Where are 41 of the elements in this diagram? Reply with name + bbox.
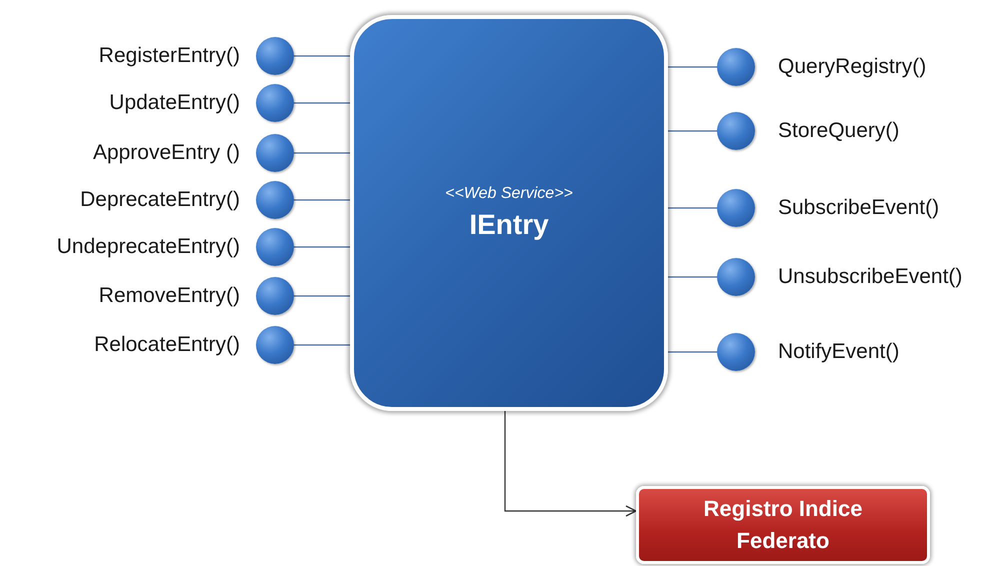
interface-circle <box>256 326 294 364</box>
interface-circle <box>717 112 755 150</box>
method-label: RelocateEntry() <box>94 332 240 358</box>
interface-circle <box>717 333 755 371</box>
connector-line <box>294 55 350 57</box>
interface-circle <box>256 181 294 219</box>
connector-line <box>668 66 717 68</box>
box-label: Registro Indice Federato <box>702 495 864 555</box>
connector-line <box>294 246 350 248</box>
interface-circle <box>256 277 294 315</box>
connector-line <box>294 152 350 154</box>
connector-line <box>668 276 717 278</box>
interface-circle <box>717 48 755 86</box>
connector-line <box>294 199 350 201</box>
method-label: DeprecateEntry() <box>80 187 240 213</box>
interface-circle <box>717 189 755 227</box>
method-label: UnsubscribeEvent() <box>778 264 962 290</box>
method-label: RemoveEntry() <box>98 283 240 309</box>
method-label: StoreQuery() <box>778 118 900 144</box>
interface-circle <box>256 84 294 122</box>
connector-line <box>668 351 717 353</box>
interface-circle <box>256 228 294 266</box>
method-label: ApproveEntry () <box>92 140 240 166</box>
stereotype-label: <<Web Service>> <box>445 185 573 203</box>
method-label: UpdateEntry() <box>109 90 240 116</box>
method-label: SubscribeEvent() <box>778 195 940 221</box>
method-label: QueryRegistry() <box>778 54 926 80</box>
method-label: UndeprecateEntry() <box>56 234 240 260</box>
connector-line <box>668 130 717 132</box>
interface-circle <box>256 37 294 75</box>
connector-line <box>294 102 350 104</box>
interface-circle <box>256 134 294 172</box>
connector-line <box>668 207 717 209</box>
service-name: IEntry <box>469 209 549 241</box>
arrow <box>504 411 637 517</box>
method-label: NotifyEvent() <box>778 339 900 365</box>
connector-line <box>294 295 350 297</box>
connector-line <box>294 344 350 346</box>
interface-circle <box>717 258 755 296</box>
method-label: RegisterEntry() <box>98 43 240 69</box>
registry-box <box>636 486 930 564</box>
